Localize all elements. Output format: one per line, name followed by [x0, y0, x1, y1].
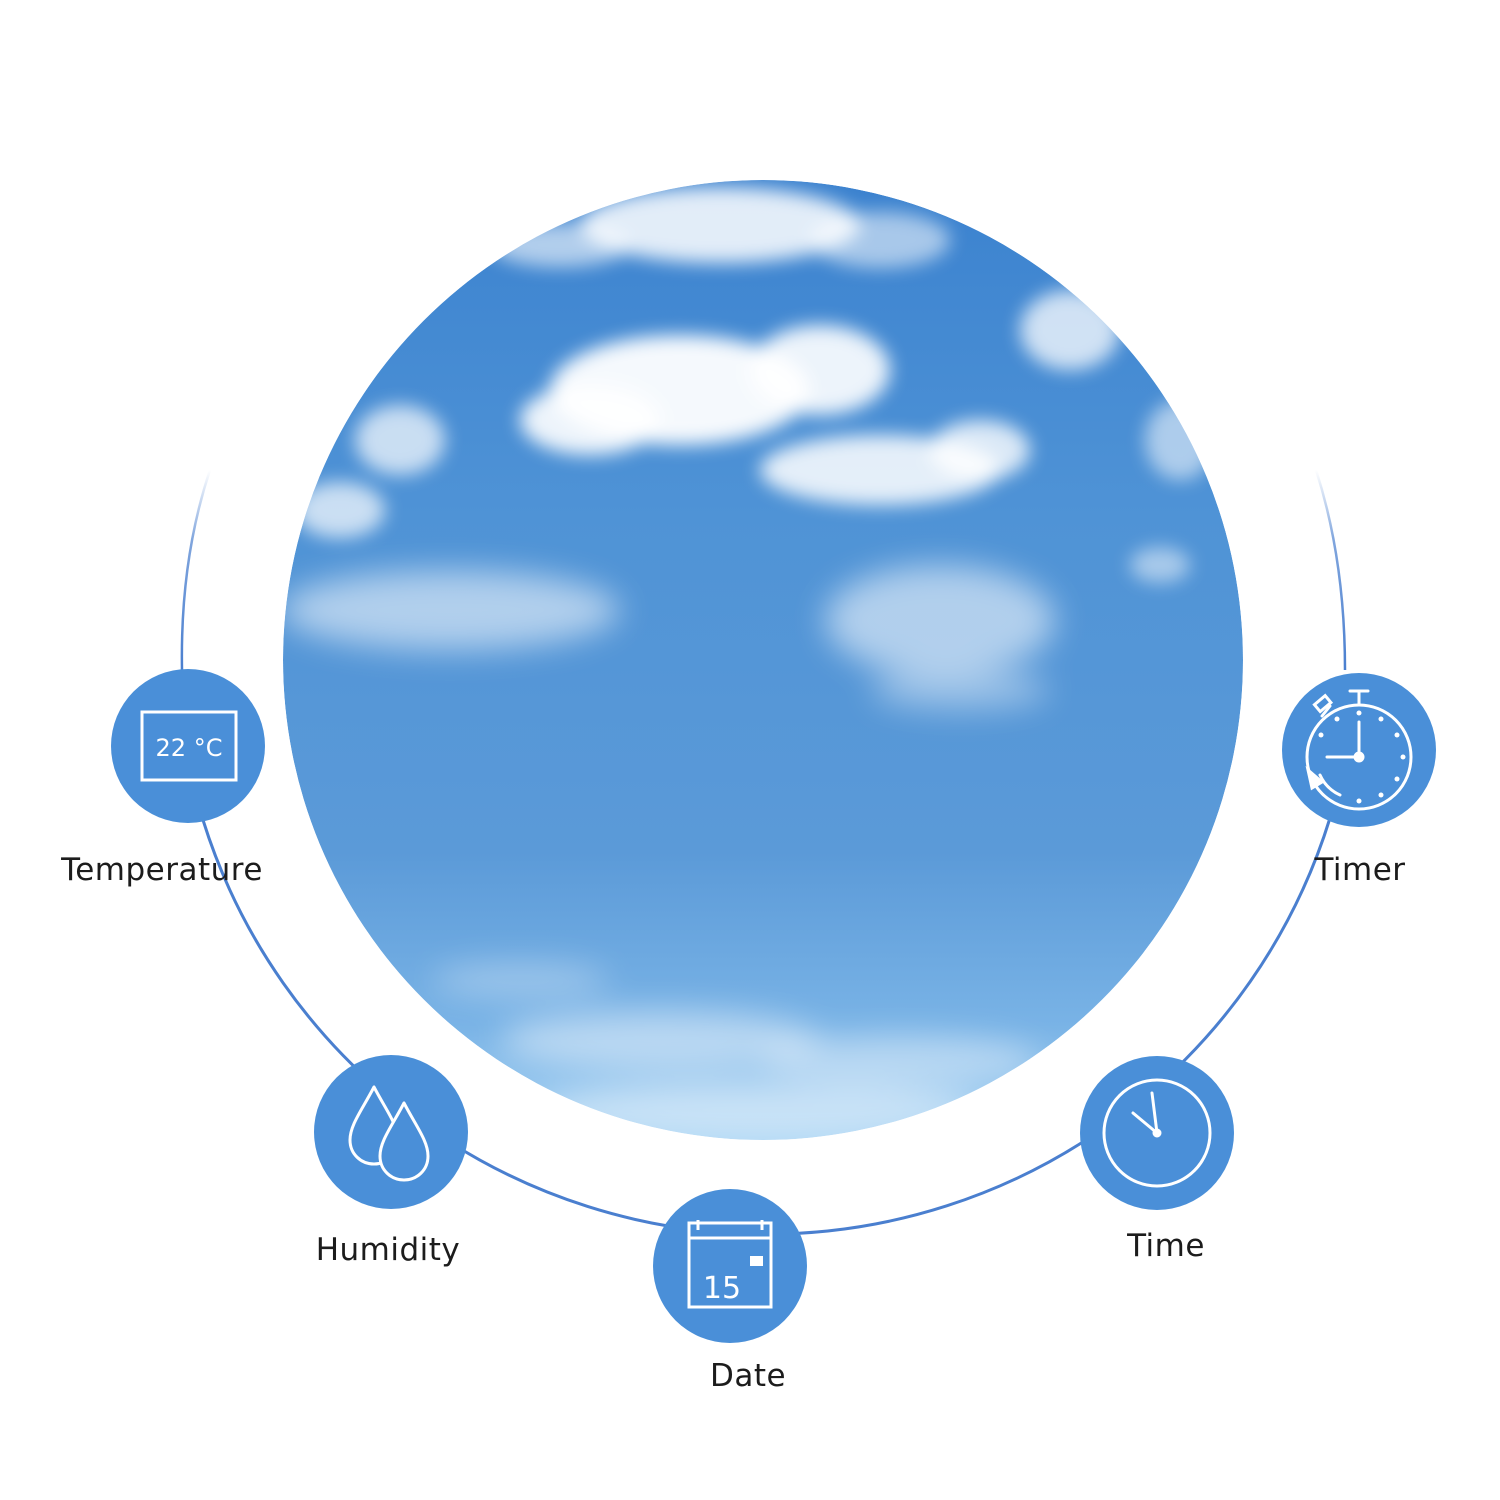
humidity-label: Humidity	[315, 1232, 461, 1268]
water-drops-icon	[348, 1085, 430, 1182]
date-label: Date	[709, 1358, 787, 1394]
temperature-display-value: 22 °C	[156, 734, 223, 762]
ring-arc-right-fade	[1314, 469, 1347, 671]
humidity-node[interactable]	[314, 1055, 468, 1209]
time-label: Time	[1127, 1228, 1205, 1264]
thermometer-display-icon: 22 °C	[140, 710, 238, 782]
stopwatch-ticks	[1318, 710, 1406, 804]
clock-icon	[1102, 1078, 1212, 1188]
temperature-node[interactable]: 22 °C	[111, 669, 265, 823]
time-node[interactable]	[1080, 1056, 1234, 1210]
timer-label: Timer	[1314, 852, 1406, 888]
calendar-icon: 15	[687, 1220, 773, 1309]
ring-arc-left-fade	[180, 469, 212, 671]
timer-node[interactable]	[1282, 673, 1436, 827]
stopwatch-icon	[1305, 689, 1413, 811]
temperature-label: Temperature	[61, 852, 263, 888]
date-node[interactable]: 15	[653, 1189, 807, 1343]
sky-image	[283, 180, 1243, 1140]
calendar-day-number: 15	[703, 1271, 741, 1306]
